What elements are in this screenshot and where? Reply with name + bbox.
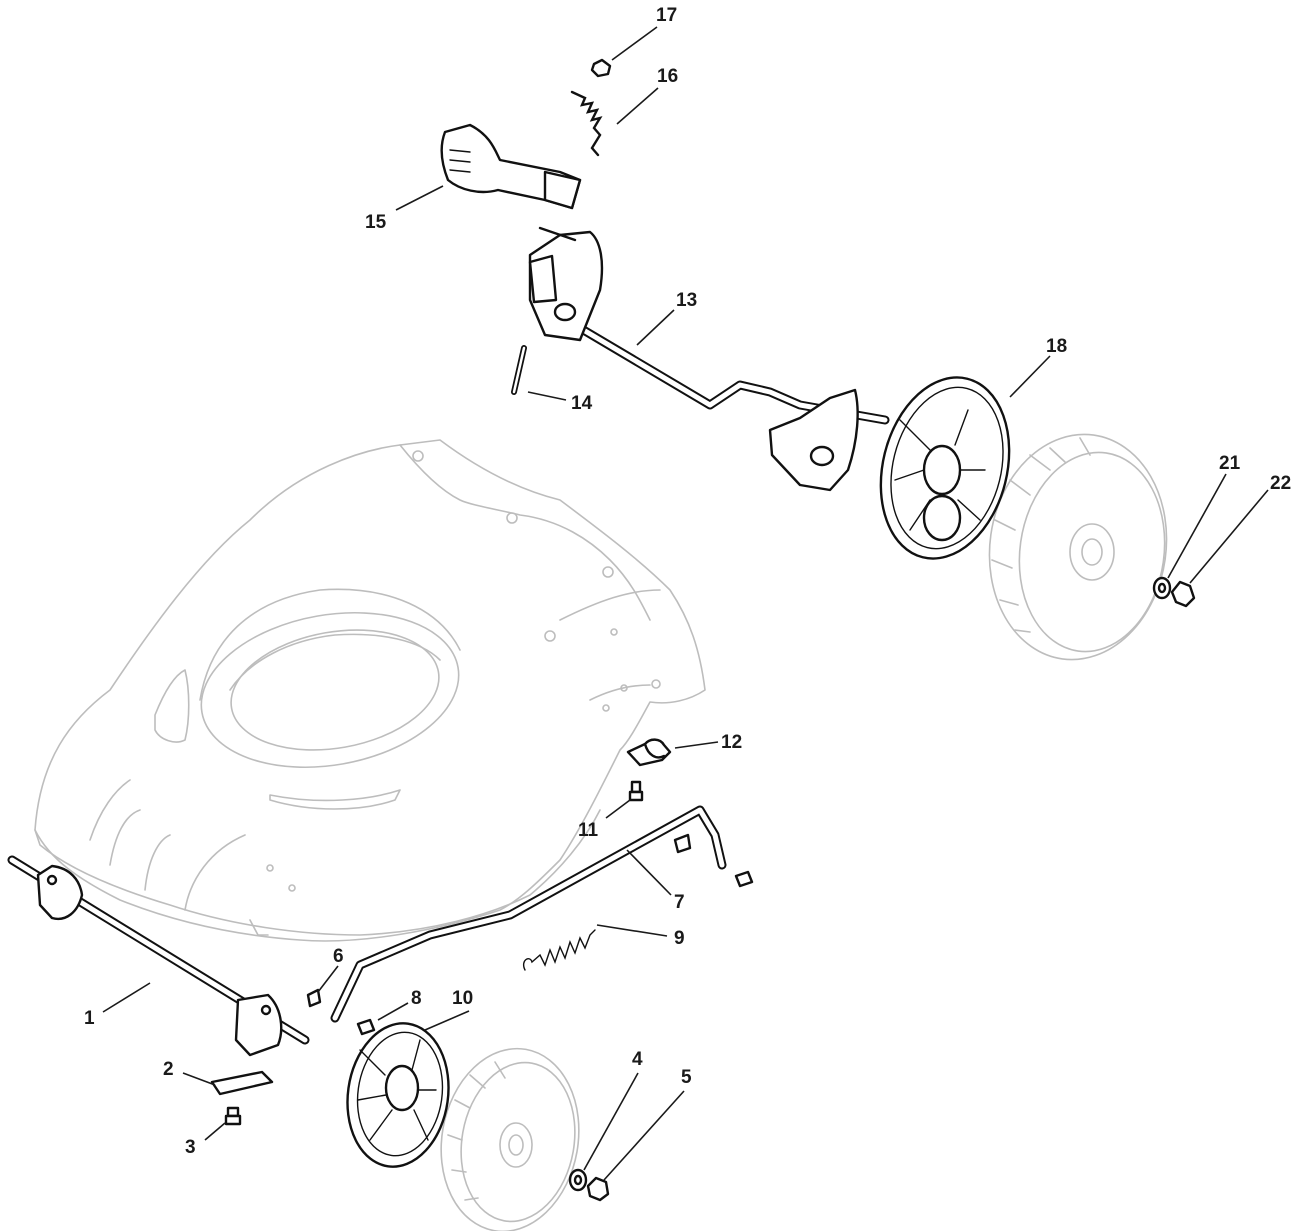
callout-10: 10 — [452, 988, 473, 1009]
leader-7 — [626, 849, 672, 896]
leader-21 — [1167, 473, 1227, 579]
leader-10 — [424, 1010, 470, 1031]
leader-6 — [317, 965, 339, 993]
callout-3: 3 — [185, 1137, 196, 1158]
callout-22: 22 — [1270, 473, 1291, 494]
part-13-rear-axle — [528, 226, 890, 492]
callout-12: 12 — [721, 732, 742, 753]
callout-15: 15 — [365, 212, 387, 233]
leader-18 — [1009, 355, 1051, 398]
mower-deck-ghost — [34, 439, 706, 942]
callout-7: 7 — [674, 892, 685, 913]
callout-4: 4 — [632, 1049, 643, 1070]
front-wheel-ghost — [440, 1047, 580, 1231]
part-15-lever — [440, 123, 582, 210]
leader-22 — [1189, 489, 1269, 584]
callout-17: 17 — [656, 5, 677, 26]
leader-14 — [527, 391, 567, 401]
leader-12 — [674, 741, 719, 749]
part-1-front-axle — [7, 855, 310, 1057]
part-11-screw — [628, 780, 644, 802]
leader-2 — [182, 1072, 216, 1086]
part-4-washer — [568, 1168, 588, 1192]
callout-1: 1 — [84, 1008, 95, 1029]
leader-5 — [603, 1090, 685, 1181]
leader-1 — [102, 982, 151, 1013]
part-3-screw — [224, 1106, 242, 1126]
callout-6: 6 — [333, 946, 344, 967]
leader-lines — [102, 26, 1269, 1181]
leader-11 — [605, 799, 631, 819]
leader-17 — [611, 26, 658, 61]
part-6-clip — [306, 988, 322, 1008]
part-16-spring — [570, 90, 603, 157]
part-8-bolt — [356, 870, 754, 1036]
part-17-nut — [590, 58, 612, 78]
part-5-nut — [586, 1176, 610, 1202]
part-7-adjust-rod — [330, 805, 727, 1023]
callout-18: 18 — [1046, 336, 1067, 357]
part-14-pin — [511, 345, 527, 395]
part-10-front-hubcap — [346, 1022, 450, 1168]
leader-15 — [395, 185, 444, 211]
part-18-rear-hubcap — [879, 376, 1011, 560]
leader-16 — [616, 87, 659, 125]
part-9-spring — [523, 929, 596, 971]
callout-2: 2 — [163, 1059, 174, 1080]
leader-9 — [596, 924, 668, 937]
callout-21: 21 — [1219, 453, 1241, 474]
part-22-nut — [1170, 580, 1196, 608]
leader-3 — [204, 1122, 226, 1141]
callout-labels: 1 2 3 4 5 6 7 8 9 10 11 12 13 14 15 16 1… — [84, 5, 1291, 1158]
callout-11: 11 — [578, 820, 599, 841]
leader-8 — [377, 1002, 409, 1021]
callout-8: 8 — [411, 988, 422, 1009]
callout-14: 14 — [571, 393, 593, 414]
leader-4 — [583, 1072, 639, 1171]
part-21-washer — [1152, 576, 1172, 600]
callout-5: 5 — [681, 1067, 692, 1088]
part-2-plate — [210, 1070, 274, 1096]
callout-9: 9 — [674, 928, 685, 949]
callout-13: 13 — [676, 290, 697, 311]
rear-wheel-ghost — [988, 433, 1168, 661]
leader-13 — [636, 309, 675, 346]
part-12-bracket — [626, 738, 672, 767]
callout-16: 16 — [657, 66, 678, 87]
